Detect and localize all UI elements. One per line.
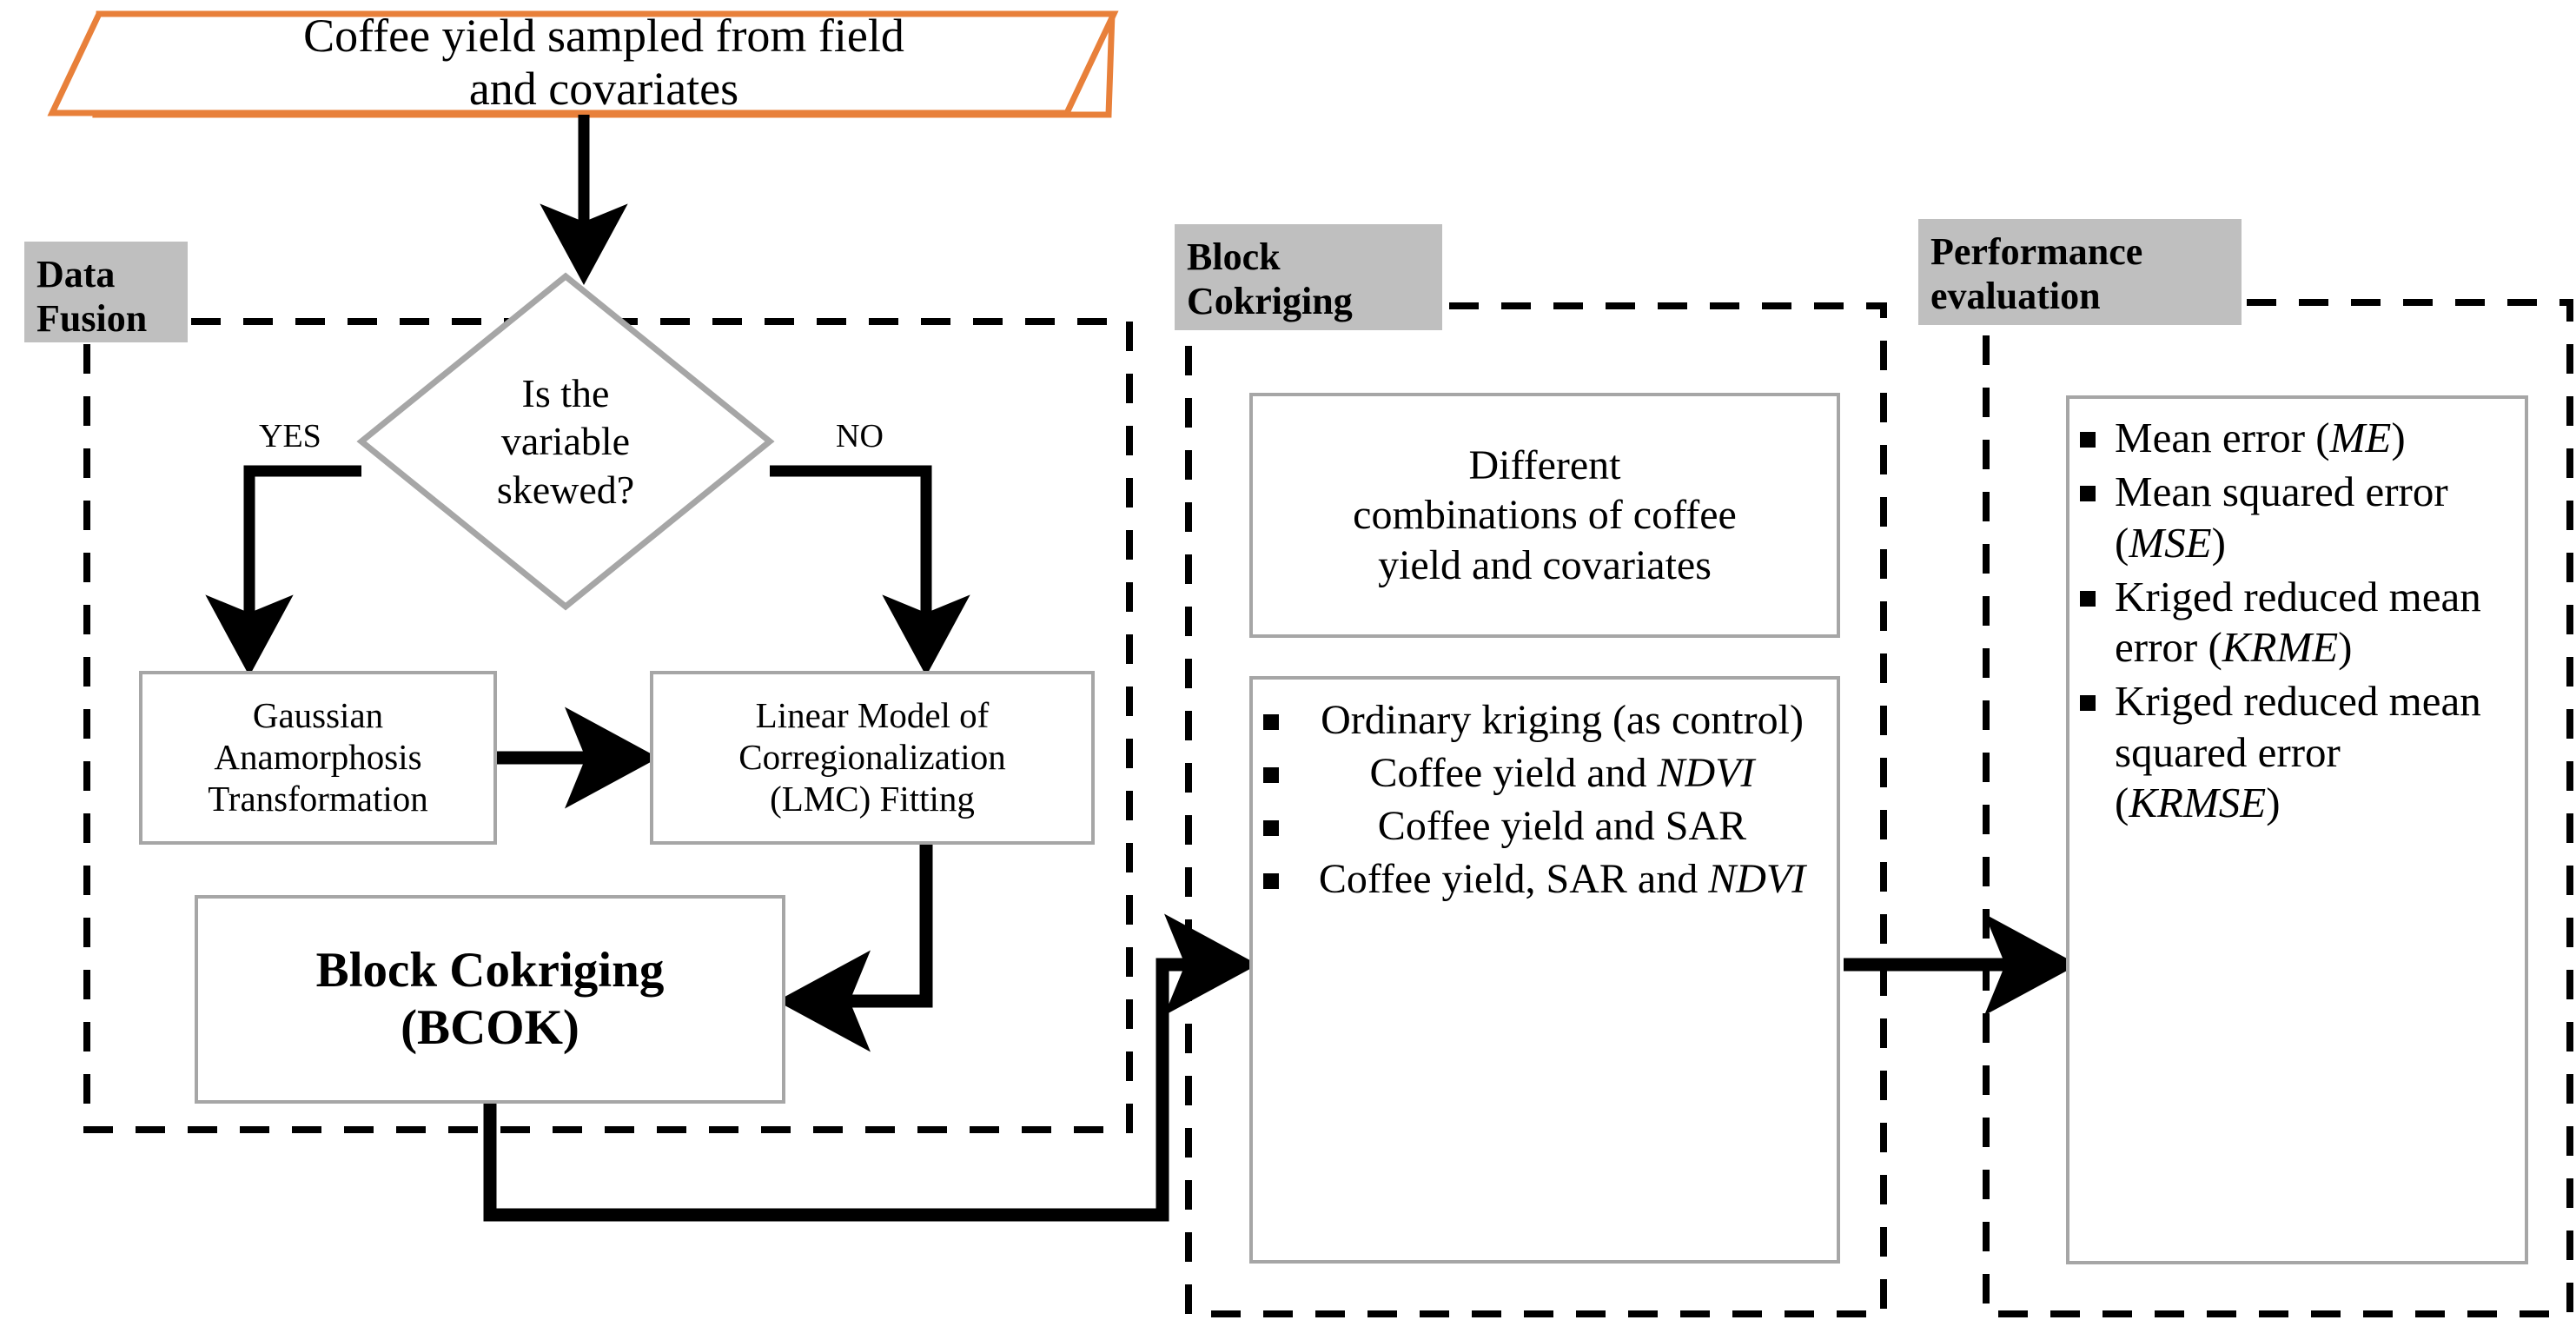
performance-metric-item: Mean squared error (MSE) (2080, 467, 2509, 568)
kriging-option-item-acronym: NDVI (1708, 856, 1806, 903)
kriging-options-list: Ordinary kriging (as control) Coffee yiel… (1253, 680, 1837, 907)
kriging-option-item: Coffee yield, SAR and NDVI (1263, 854, 1821, 904)
gaussian-line-3: Transformation (208, 778, 428, 819)
source-line-1: Coffee yield sampled from field (303, 9, 904, 62)
bcok-line-1: Block Cokriging (315, 942, 665, 998)
section-label-data-fusion: Data Fusion (24, 242, 188, 342)
performance-label-line-1: Performance (1930, 230, 2143, 273)
kriging-option-item-text: Coffee yield and NDVI (1369, 750, 1755, 797)
box-different-combinations: Different combinations of coffee yield a… (1249, 393, 1840, 638)
decision-line-3: skewed? (496, 467, 635, 512)
lmc-line-3: (LMC) Fitting (770, 778, 975, 819)
combinations-line-3: yield and covariates (1378, 541, 1712, 588)
arrow-yes-to-gaussian (205, 465, 361, 677)
performance-metric-item-acronym: ME (2329, 414, 2392, 461)
square-bullet-icon (1263, 767, 1279, 784)
kriging-option-item-text: Coffee yield, SAR and NDVI (1318, 856, 1806, 903)
square-bullet-icon (2080, 432, 2096, 448)
combinations-line-2: combinations of coffee (1353, 492, 1737, 539)
performance-metric-item-acronym: KRMSE (2129, 779, 2267, 827)
performance-metric-item-acronym: MSE (2129, 518, 2212, 567)
source-node: Coffee yield sampled from field and cova… (96, 9, 1112, 116)
box-performance-metrics: Mean error (ME)Mean squared error (MSE)K… (2066, 395, 2528, 1264)
arrow-no-to-lmc (770, 465, 970, 677)
square-bullet-icon (1263, 714, 1279, 730)
square-bullet-icon (2080, 695, 2096, 712)
square-bullet-icon (2080, 590, 2096, 607)
performance-metric-item: Kriged reduced mean squared error (KRMSE… (2080, 676, 2509, 828)
lmc-line-1: Linear Model of (755, 695, 990, 736)
performance-metric-item-text: Kriged reduced mean squared error (KRMSE… (2115, 677, 2481, 827)
edge-label-no: NO (836, 418, 884, 454)
source-line-2: and covariates (468, 63, 739, 115)
box-gaussian-anamorphosis: Gaussian Anamorphosis Transformation (139, 671, 497, 845)
kriging-option-item: Coffee yield and SAR (1263, 801, 1821, 851)
square-bullet-icon (2080, 486, 2096, 502)
performance-metric-item-acronym: KRME (2222, 623, 2339, 672)
gaussian-line-2: Anamorphosis (214, 737, 422, 778)
section-label-block-cokriging: Block Cokriging (1175, 224, 1442, 330)
box-lmc-fitting: Linear Model of Corregionalization (LMC)… (650, 671, 1095, 845)
box-kriging-options: Ordinary kriging (as control) Coffee yiel… (1249, 676, 1840, 1264)
lmc-line-2: Corregionalization (738, 737, 1006, 778)
box-block-cokriging-bcok: Block Cokriging (BCOK) (195, 895, 785, 1104)
block-cokriging-label-line-2: Cokriging (1187, 280, 1353, 323)
gaussian-line-1: Gaussian (252, 695, 384, 736)
performance-metrics-list: Mean error (ME)Mean squared error (MSE)K… (2069, 399, 2525, 832)
performance-metric-item-text: Mean squared error (MSE) (2115, 468, 2448, 567)
data-fusion-label-line-1: Data (36, 253, 116, 295)
performance-metric-item-text: Mean error (ME) (2115, 414, 2406, 461)
data-fusion-label-line-2: Fusion (36, 297, 148, 341)
kriging-option-item: Coffee yield and NDVI (1263, 748, 1821, 798)
decision-label: Is the variable skewed? (361, 276, 770, 607)
combinations-line-1: Different (1468, 441, 1621, 488)
section-label-performance-evaluation: Performance evaluation (1918, 219, 2242, 325)
arrow-lmc-to-bcok (776, 845, 933, 1052)
kriging-option-item-text: Ordinary kriging (as control) (1321, 697, 1804, 743)
decision-line-2: variable (500, 419, 631, 464)
square-bullet-icon (1263, 873, 1279, 890)
performance-metric-item-text: Kriged reduced mean error (KRME) (2115, 572, 2481, 672)
square-bullet-icon (1263, 820, 1279, 837)
performance-metric-item: Mean error (ME) (2080, 413, 2509, 463)
performance-label-line-2: evaluation (1930, 275, 2101, 318)
kriging-option-item-text: Coffee yield and SAR (1377, 803, 1747, 850)
decision-line-1: Is the (521, 371, 610, 416)
edge-label-yes: YES (259, 418, 321, 454)
kriging-option-item: Ordinary kriging (as control) (1263, 695, 1821, 745)
bcok-line-2: (BCOK) (401, 1000, 579, 1055)
performance-metric-item: Kriged reduced mean error (KRME) (2080, 572, 2509, 673)
kriging-option-item-acronym: NDVI (1657, 750, 1755, 797)
decision-node: Is the variable skewed? (361, 276, 770, 607)
block-cokriging-label-line-1: Block (1187, 235, 1281, 278)
